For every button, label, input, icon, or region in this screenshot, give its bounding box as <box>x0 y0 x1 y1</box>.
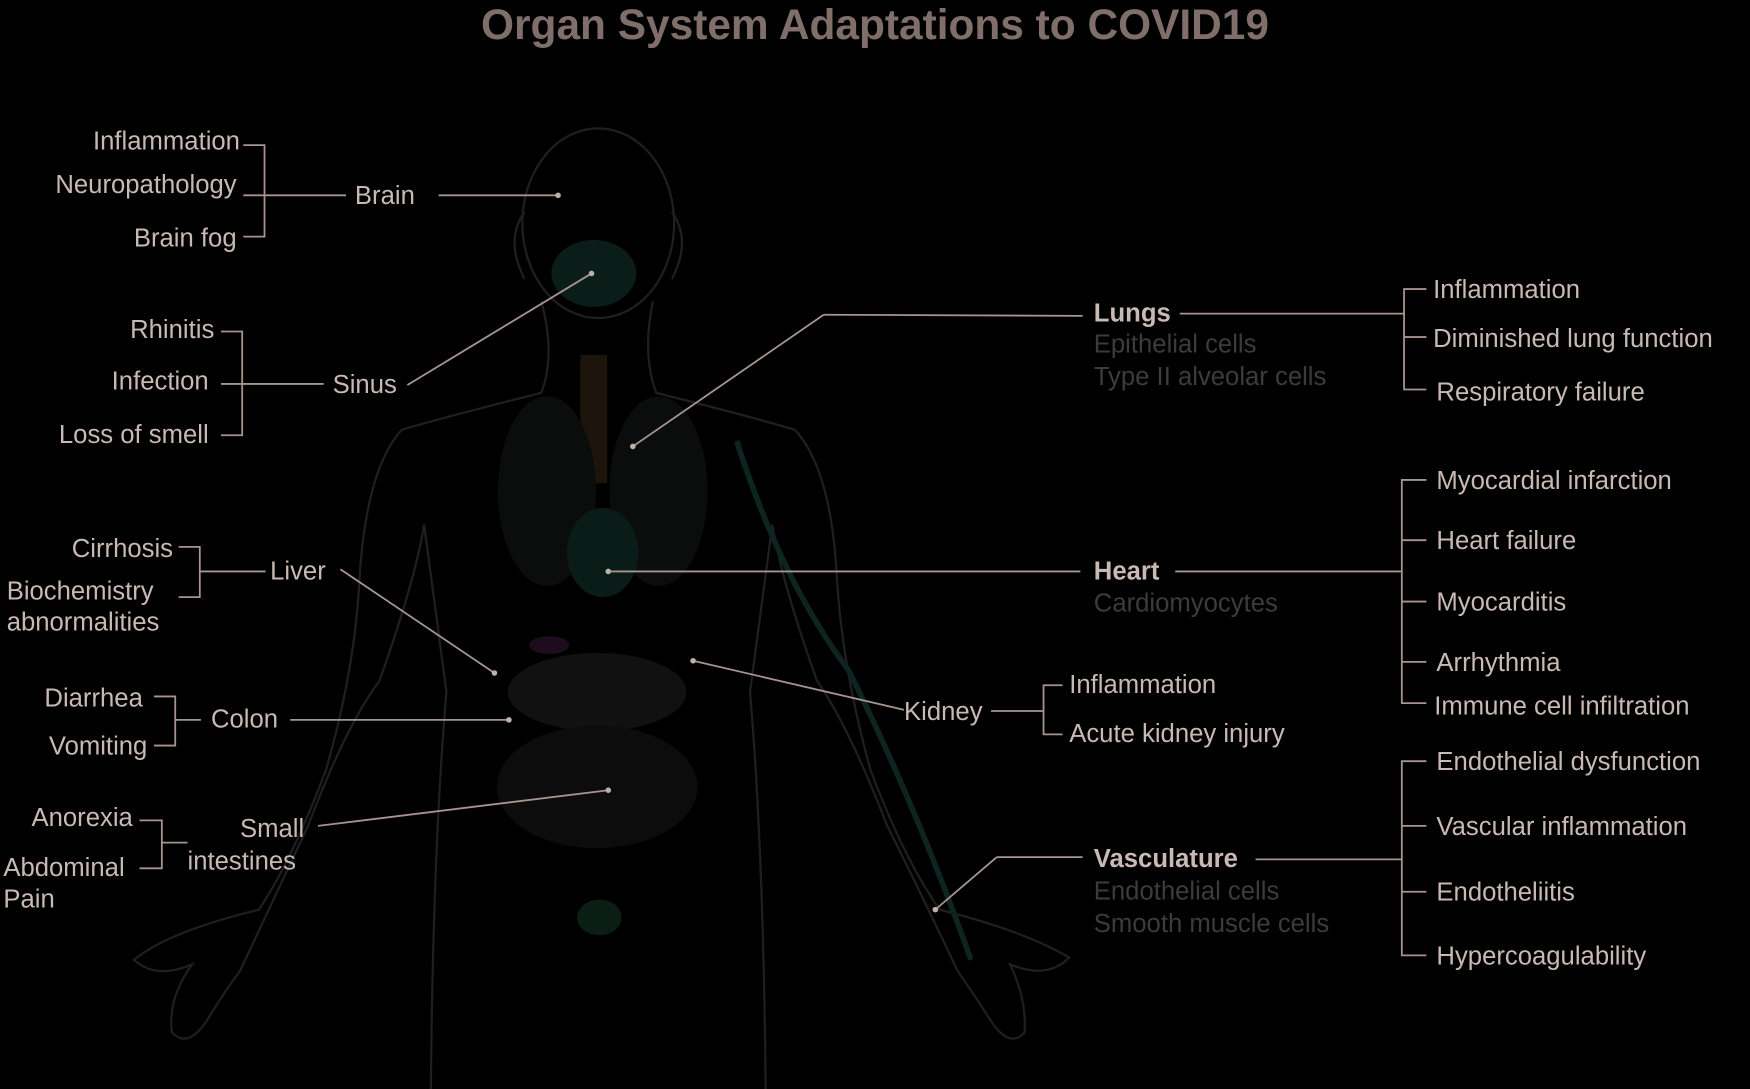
heart-effect-myocardial-infarction: Myocardial infarction <box>1436 465 1672 495</box>
body-silhouette <box>132 127 1072 1089</box>
organ-label-sinus: Sinus <box>332 369 397 399</box>
organ-label-vasculature: Vasculature <box>1093 843 1238 873</box>
liver-effect-abnormalities: abnormalities <box>6 607 160 637</box>
brain-effect-inflammation: Inflammation <box>93 126 240 156</box>
brain-effect-brain-fog: Brain fog <box>133 223 237 253</box>
lungs-effect-diminished-function: Diminished lung function <box>1433 323 1713 353</box>
connector-lines <box>139 144 1427 957</box>
organ-label-kidney: Kidney <box>904 696 983 726</box>
sinus-effect-rhinitis: Rhinitis <box>130 314 215 344</box>
vasculature-cell-smooth-muscle: Smooth muscle cells <box>1093 908 1330 938</box>
organ-label-brain: Brain <box>354 180 415 210</box>
colon-effect-vomiting: Vomiting <box>48 731 148 761</box>
brain-effect-neuropathology: Neuropathology <box>55 169 237 199</box>
organ-label-colon: Colon <box>210 704 279 734</box>
lungs-effect-inflammation: Inflammation <box>1433 274 1581 304</box>
small-intestine-effect-pain: Pain <box>3 883 55 913</box>
organ-pointer-dots <box>491 192 939 913</box>
vasculature-effect-vascular-inflammation: Vascular inflammation <box>1436 811 1688 841</box>
organ-label-heart: Heart <box>1093 555 1160 585</box>
lungs-effect-respiratory-failure: Respiratory failure <box>1436 377 1645 407</box>
organ-label-liver: Liver <box>270 555 326 585</box>
heart-effect-heart-failure: Heart failure <box>1436 525 1577 555</box>
colon-effect-diarrhea: Diarrhea <box>44 683 143 713</box>
heart-cell-cardiomyocytes: Cardiomyocytes <box>1093 588 1278 618</box>
lungs-cell-epithelial: Epithelial cells <box>1093 329 1257 359</box>
heart-effect-myocarditis: Myocarditis <box>1436 587 1567 617</box>
organ-shapes <box>496 239 974 961</box>
vasculature-effect-endotheliitis: Endotheliitis <box>1436 877 1575 907</box>
kidney-effect-inflammation: Inflammation <box>1069 669 1217 699</box>
vasculature-effect-endothelial-dysfunction: Endothelial dysfunction <box>1436 746 1701 776</box>
sinus-effect-infection: Infection <box>111 366 209 396</box>
liver-effect-biochemistry: Biochemistry <box>6 575 154 605</box>
kidney-effect-acute-injury: Acute kidney injury <box>1069 718 1285 748</box>
diagram-title: Organ System Adaptations to COVID19 <box>481 2 1269 50</box>
heart-effect-arrhythmia: Arrhythmia <box>1436 647 1561 677</box>
organ-label-intestines: intestines <box>187 846 296 876</box>
vasculature-cell-endothelial: Endothelial cells <box>1093 876 1280 906</box>
heart-effect-immune-infiltration: Immune cell infiltration <box>1434 690 1690 720</box>
organ-label-lungs: Lungs <box>1093 297 1171 328</box>
lungs-cell-type-ii: Type II alveolar cells <box>1093 361 1327 391</box>
sinus-effect-loss-of-smell: Loss of smell <box>58 419 209 449</box>
organ-label-small: Small <box>239 813 305 843</box>
liver-effect-cirrhosis: Cirrhosis <box>71 533 173 563</box>
vasculature-effect-hypercoagulability: Hypercoagulability <box>1436 940 1647 970</box>
small-intestine-effect-anorexia: Anorexia <box>31 802 133 832</box>
small-intestine-effect-abdominal: Abdominal <box>3 852 125 882</box>
